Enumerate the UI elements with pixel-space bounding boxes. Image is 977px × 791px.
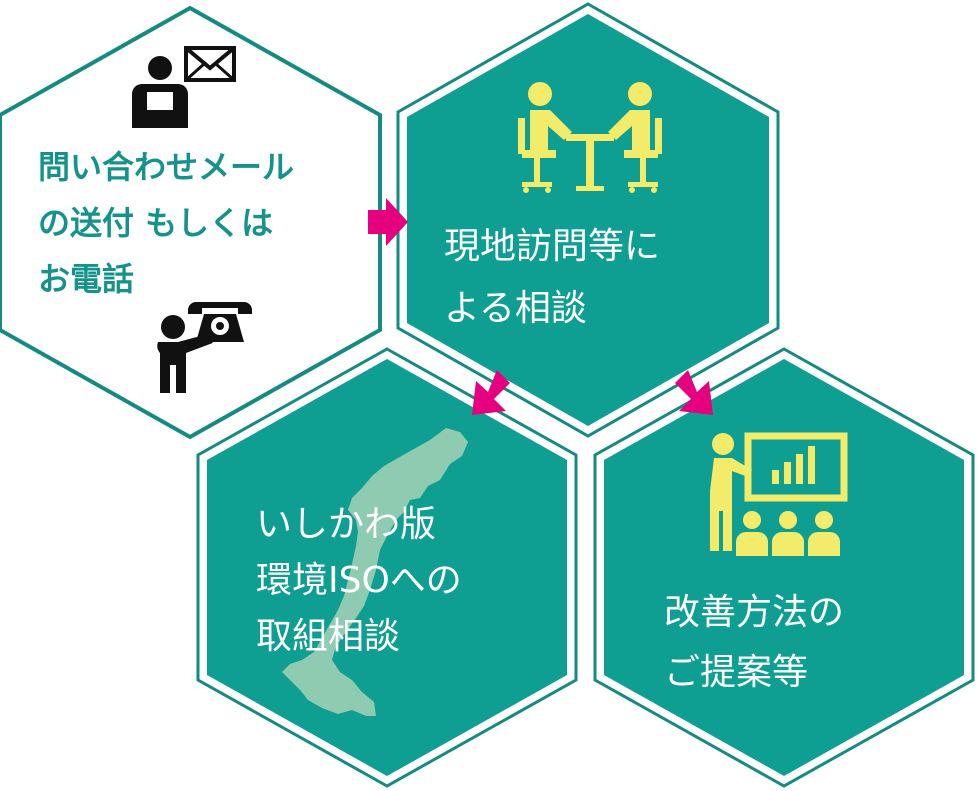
- step-3-text: いしかわ版 環境ISOへの 取組相談: [256, 504, 473, 657]
- arrow-step1-to-step2: [368, 198, 408, 246]
- step-3-line-3: 取組相談: [256, 616, 400, 657]
- step-3-line-1: いしかわ版: [256, 504, 436, 545]
- step-3-line-2: 環境ISOへの: [256, 560, 462, 601]
- presentation-audience-chart-icon: [710, 432, 848, 556]
- step-1-text: 問い合わせメール の送付 もしくは お電話: [38, 148, 305, 298]
- step-1-hexagon: [0, 5, 382, 440]
- arrow-step2-to-step3: [472, 370, 510, 415]
- step-4-hexagon: [593, 347, 975, 788]
- step-1-line-2: の送付 もしくは: [38, 204, 273, 242]
- step-2-line-2: よる相談: [444, 288, 587, 329]
- meeting-people-at-table-icon: [518, 82, 662, 193]
- step-2-line-1: 現地訪問等に: [444, 226, 660, 267]
- ishikawa-map-icon: [282, 428, 468, 716]
- step-1-line-1: 問い合わせメール: [38, 148, 294, 186]
- step-4-line-1: 改善方法の: [664, 592, 844, 633]
- step-2-hexagon: [396, 2, 780, 438]
- arrow-step2-to-step4: [675, 370, 713, 415]
- step-4-text: 改善方法の ご提案等: [664, 592, 855, 693]
- step-2-text: 現地訪問等に よる相談: [444, 226, 671, 329]
- step-1-line-3: お電話: [38, 260, 134, 298]
- person-at-desk-with-envelope-icon: [132, 46, 236, 128]
- step-4-line-2: ご提案等: [664, 652, 808, 693]
- person-with-telephone-icon: [157, 302, 252, 393]
